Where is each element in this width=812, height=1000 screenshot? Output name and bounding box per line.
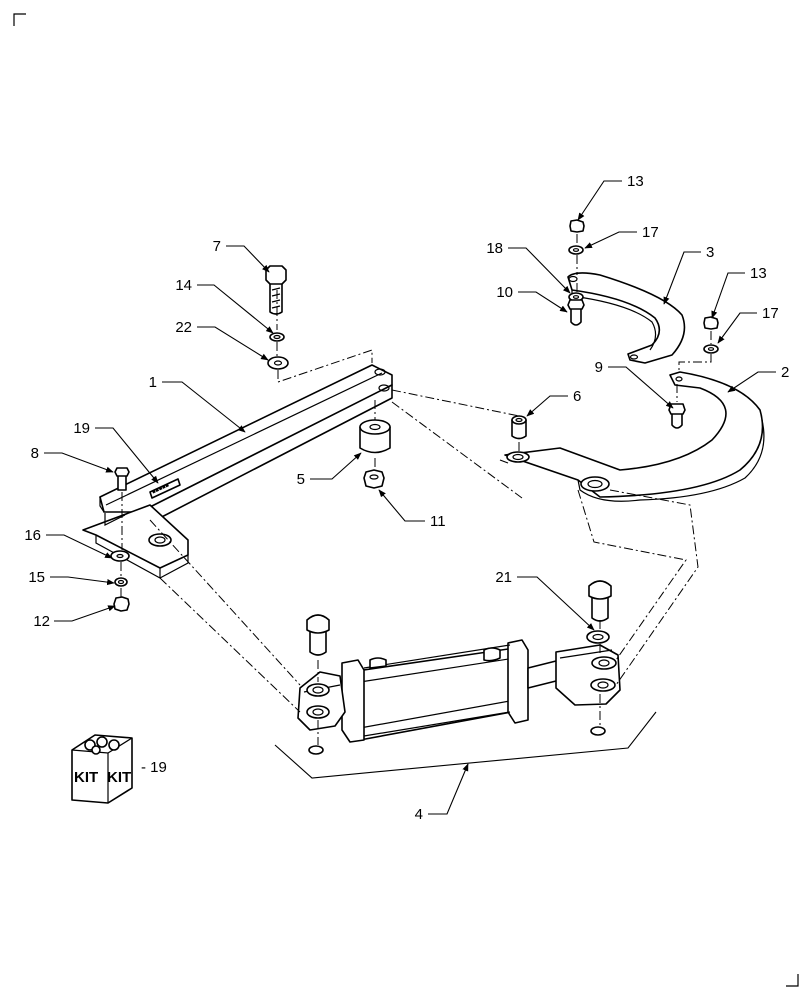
callout-14: 14 [175, 277, 192, 294]
callout-17-top: 17 [642, 224, 659, 241]
part-12-nut [113, 596, 130, 612]
callout-7: 7 [213, 238, 221, 255]
callout-6: 6 [573, 388, 581, 405]
part-13-nut-top [569, 219, 585, 233]
part-17-washer-top [568, 245, 584, 255]
part-4-bracket [274, 711, 657, 779]
callout-2: 2 [781, 364, 789, 381]
corner-mark-top-left [13, 13, 26, 26]
callout-13-right: 13 [750, 265, 767, 282]
part-9-pin [668, 403, 686, 429]
cylinder-retainer-right [590, 726, 606, 736]
part-14-lock-washer [269, 332, 285, 342]
assembly-lines [120, 234, 712, 745]
callout-13-top: 13 [627, 173, 644, 190]
cylinder-retainer-left [308, 745, 324, 755]
callout-5: 5 [297, 471, 305, 488]
callout-9: 9 [595, 359, 603, 376]
callout-22: 22 [175, 319, 192, 336]
leader-lines [44, 180, 776, 815]
part-2-curved-arm [499, 371, 765, 502]
callout-18: 18 [486, 240, 503, 257]
callout-3: 3 [706, 244, 714, 261]
callout-15: 15 [28, 569, 45, 586]
part-6-spacer [511, 415, 527, 440]
part-10-pin [567, 299, 585, 326]
part-16-washer [110, 550, 130, 562]
kit-text-left: KIT [74, 769, 98, 786]
part-13-nut-right [703, 316, 719, 330]
callout-4: 4 [415, 806, 423, 823]
callout-19: 19 [73, 420, 90, 437]
cylinder-pin-left [306, 614, 330, 656]
callout-16: 16 [24, 527, 41, 544]
part-5-bushing [359, 419, 391, 454]
part-17-washer-right [703, 344, 719, 354]
callout-11: 11 [430, 513, 446, 530]
part-22-flat-washer [267, 356, 289, 370]
callout-17-right: 17 [762, 305, 779, 322]
callout-labels: 1 2 3 4 5 6 7 8 9 10 11 12 13 13 14 15 1… [24, 173, 789, 823]
cylinder-pin-right [588, 580, 612, 622]
part-18-washer [568, 292, 584, 302]
part-8-bolt [114, 467, 130, 491]
callout-10: 10 [496, 284, 513, 301]
callout-1: 1 [149, 374, 157, 391]
kit-label: - 19 [141, 759, 167, 776]
part-21-washer [586, 630, 610, 644]
callout-12: 12 [33, 613, 50, 630]
part-7-bolt [265, 265, 287, 315]
part-11-nut [363, 469, 385, 489]
kit-text-right: KIT [107, 769, 131, 786]
callout-21: 21 [495, 569, 512, 586]
part-15-lock-washer [114, 577, 128, 587]
corner-mark-bottom-right [786, 974, 799, 987]
kit-box-icon: KIT KIT [71, 734, 133, 804]
part-4-cylinder [297, 639, 621, 743]
callout-8: 8 [31, 445, 39, 462]
part-3-hook [567, 272, 686, 364]
